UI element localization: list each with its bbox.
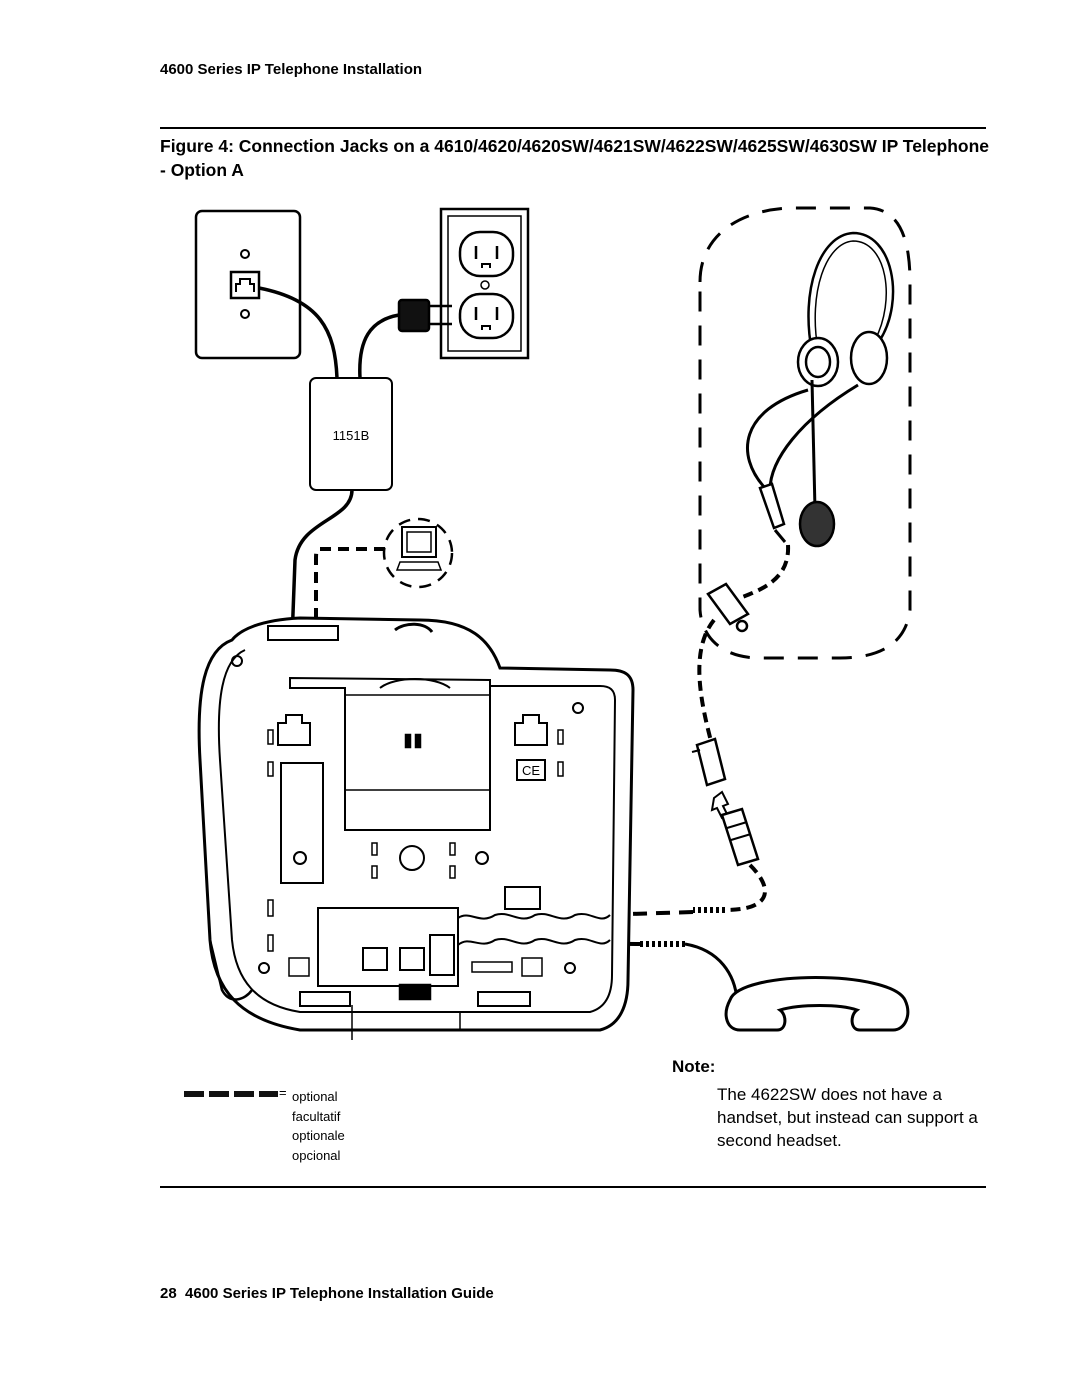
legend-entry-optional: optional xyxy=(292,1089,338,1104)
pc-icon xyxy=(382,517,454,589)
optional-headset-area xyxy=(698,206,912,660)
headset-icon xyxy=(746,231,895,548)
wall-jack-plate xyxy=(194,209,302,360)
legend-entry-facultatif: facultatif xyxy=(292,1108,341,1124)
running-footer: 28 4600 Series IP Telephone Installation… xyxy=(160,1285,494,1302)
power-module-label: 1151B xyxy=(333,428,370,443)
handset-icon xyxy=(724,976,910,1032)
figure-title: Figure 4: Connection Jacks on a 4610/462… xyxy=(160,136,990,180)
legend-entries: optional facultatif optionale opcional xyxy=(292,1087,345,1165)
legend-dashed-line xyxy=(184,1091,278,1097)
power-plug xyxy=(397,298,431,333)
page-number: 28 xyxy=(160,1285,177,1302)
electrical-outlet xyxy=(439,207,530,360)
top-rule xyxy=(160,127,986,129)
bottom-rule xyxy=(160,1186,986,1188)
quick-disconnect-icon xyxy=(706,582,750,633)
note-heading: Note: xyxy=(672,1057,716,1076)
legend-equals: = xyxy=(279,1085,287,1100)
modular-plug-icon xyxy=(691,737,727,787)
legend-entry-opcional: opcional xyxy=(292,1147,341,1163)
guide-title: 4600 Series IP Telephone Installation Gu… xyxy=(185,1285,494,1302)
running-header: 4600 Series IP Telephone Installation xyxy=(160,61,423,78)
legend-entry-optionale: optionale xyxy=(292,1128,345,1143)
headset-connector-icon xyxy=(720,807,760,867)
note-body: The 4622SW does not have a handset, but … xyxy=(717,1085,978,1150)
telephone-base: CE xyxy=(197,616,635,1040)
svg-text:CE: CE xyxy=(522,763,540,778)
